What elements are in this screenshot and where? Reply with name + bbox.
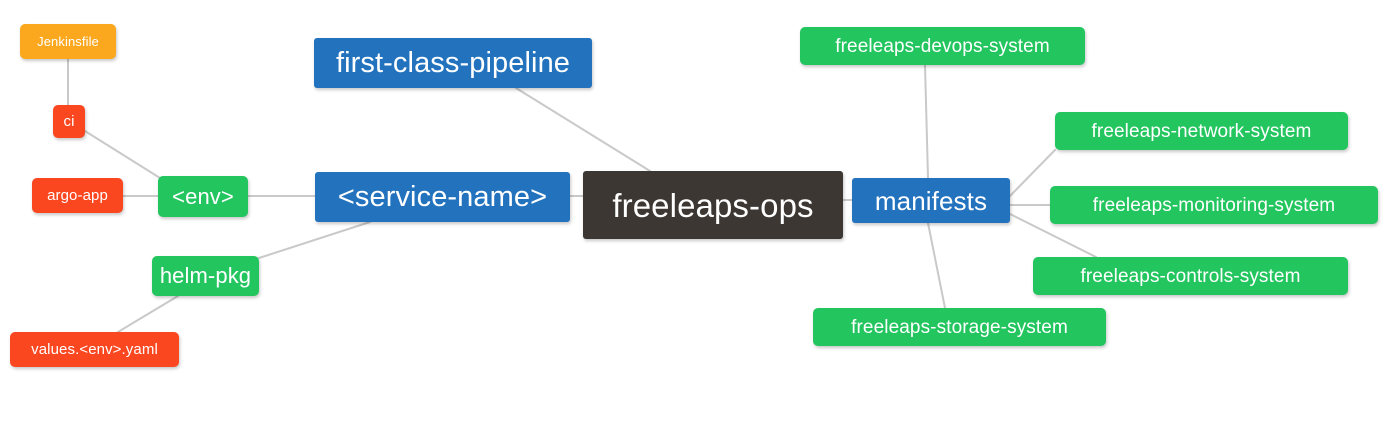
mindmap-node-label: <service-name> xyxy=(337,180,548,213)
mindmap-node-ci[interactable]: ci xyxy=(53,105,85,138)
mindmap-node-label: values.<env>.yaml xyxy=(31,341,158,358)
mindmap-node-freeleaps-ops[interactable]: freeleaps-ops xyxy=(583,171,843,239)
mindmap-node-label: argo-app xyxy=(47,187,108,204)
mindmap-node-controls-system[interactable]: freeleaps-controls-system xyxy=(1033,257,1348,295)
mindmap-node-argo-app[interactable]: argo-app xyxy=(32,178,123,213)
mindmap-node-label: freeleaps-ops xyxy=(612,186,814,224)
mindmap-edge xyxy=(924,64,929,179)
mindmap-node-label: first-class-pipeline xyxy=(335,46,571,79)
mindmap-node-manifests[interactable]: manifests xyxy=(852,178,1010,223)
mindmap-node-label: freeleaps-monitoring-system xyxy=(1092,194,1336,216)
mindmap-node-label: helm-pkg xyxy=(159,263,252,288)
mindmap-node-values-yaml[interactable]: values.<env>.yaml xyxy=(10,332,179,367)
mindmap-node-label: freeleaps-storage-system xyxy=(851,316,1068,338)
mindmap-node-label: Jenkinsfile xyxy=(37,34,99,49)
mindmap-node-label: manifests xyxy=(874,185,988,216)
mindmap-edge xyxy=(258,221,371,259)
mindmap-node-label: freeleaps-network-system xyxy=(1091,120,1312,142)
mindmap-node-service-name[interactable]: <service-name> xyxy=(315,172,570,222)
mindmap-node-monitoring-system[interactable]: freeleaps-monitoring-system xyxy=(1050,186,1378,224)
mindmap-node-label: <env> xyxy=(172,183,234,209)
mindmap-node-network-system[interactable]: freeleaps-network-system xyxy=(1055,112,1348,150)
mindmap-node-label: freeleaps-devops-system xyxy=(835,35,1050,57)
mindmap-node-label: ci xyxy=(63,113,75,130)
mindmap-node-jenkinsfile[interactable]: Jenkinsfile xyxy=(20,24,116,59)
mindmap-node-helm-pkg[interactable]: helm-pkg xyxy=(152,256,259,296)
mindmap-edge xyxy=(84,130,161,179)
mindmap-node-first-class-pipeline[interactable]: first-class-pipeline xyxy=(314,38,592,88)
mindmap-node-label: freeleaps-controls-system xyxy=(1080,265,1301,287)
mindmap-edge xyxy=(1009,149,1056,197)
mindmap-node-storage-system[interactable]: freeleaps-storage-system xyxy=(813,308,1106,346)
mindmap-edge xyxy=(117,295,179,333)
mindmap-edge xyxy=(515,87,651,172)
mindmap-edge xyxy=(927,222,946,309)
mindmap-node-env[interactable]: <env> xyxy=(158,176,248,217)
mindmap-node-devops-system[interactable]: freeleaps-devops-system xyxy=(800,27,1085,65)
